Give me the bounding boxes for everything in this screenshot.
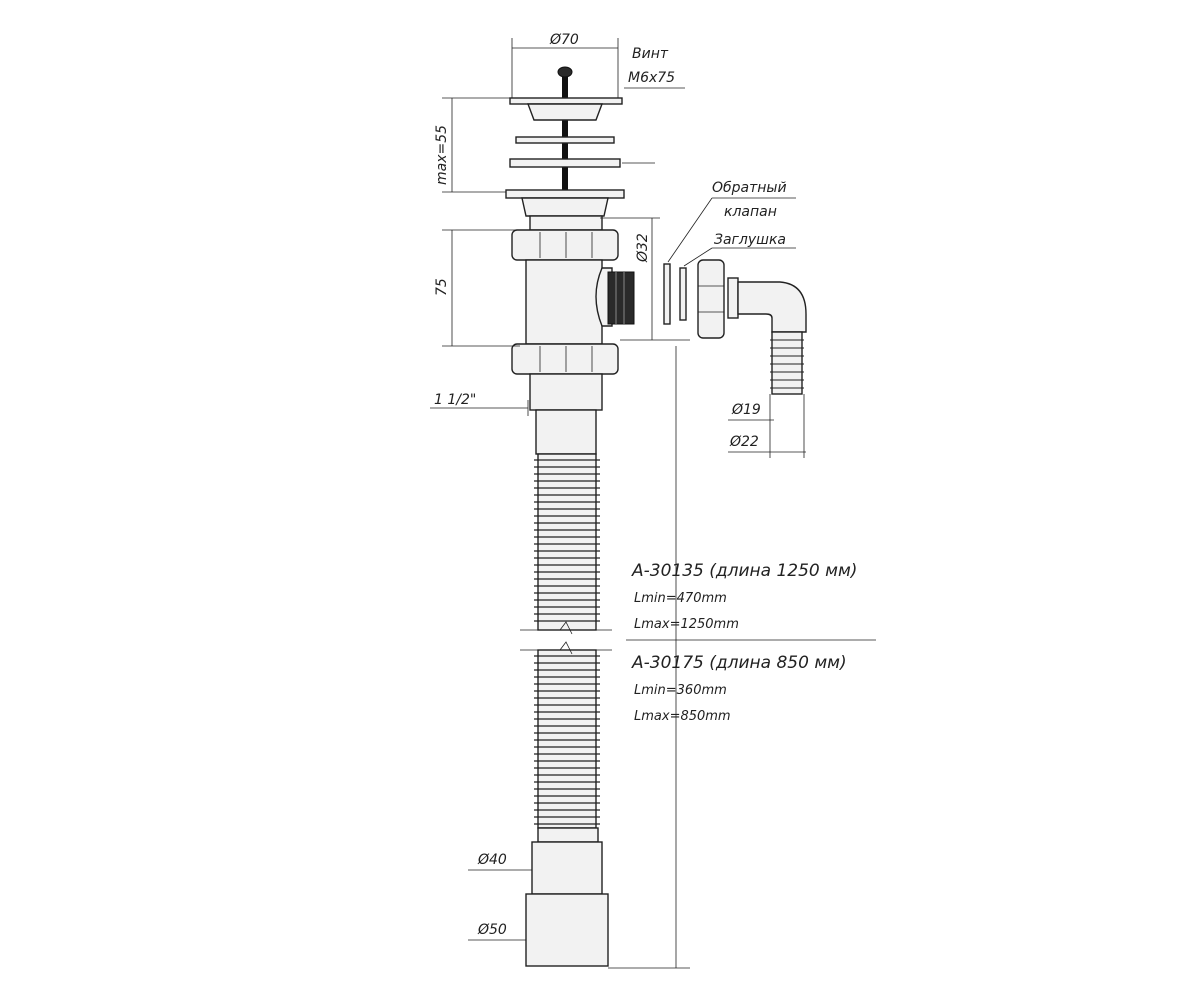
- variant-1-title: A-30135 (длина 1250 мм): [631, 561, 857, 581]
- strainer-assembly: [505, 66, 655, 231]
- screw-callout: Винт M6x75: [624, 46, 685, 89]
- label-d19: Ø19: [731, 402, 761, 418]
- label-check-valve-1: Обратный: [712, 180, 787, 196]
- dimension-d40-d50: Ø40 Ø50: [468, 852, 532, 941]
- label-max55: max=55: [434, 125, 450, 185]
- dimension-d19-d22: Ø19 Ø22: [728, 394, 806, 458]
- label-screw-title: Винт: [632, 46, 669, 62]
- dimension-d70: Ø70: [511, 32, 619, 100]
- variant-2-title: A-30175 (длина 850 мм): [631, 653, 847, 673]
- label-d70: Ø70: [549, 32, 579, 48]
- dimension-d32: Ø32: [600, 217, 690, 341]
- label-h75: 75: [434, 278, 450, 296]
- label-check-valve-2: клапан: [724, 204, 777, 220]
- variant-a30135: A-30135 (длина 1250 мм) Lmin=470mm Lmax=…: [631, 561, 857, 632]
- label-d22: Ø22: [729, 434, 759, 450]
- label-d40: Ø40: [477, 852, 507, 868]
- label-d32: Ø32: [635, 233, 651, 263]
- label-plug: Заглушка: [714, 232, 786, 248]
- variant-2-lmin: Lmin=360mm: [634, 683, 727, 698]
- valve-callouts: Обратный клапан Заглушка: [712, 180, 796, 249]
- corrugated-hose: [520, 453, 612, 967]
- variant-2-lmax: Lmax=850mm: [634, 709, 731, 724]
- variant-a30175: A-30175 (длина 850 мм) Lmin=360mm Lmax=8…: [631, 653, 847, 724]
- label-thread: 1 1/2": [434, 392, 476, 408]
- dimension-h75: 75: [434, 229, 520, 347]
- label-screw-size: M6x75: [628, 70, 675, 86]
- dimension-thread: 1 1/2": [430, 392, 529, 416]
- variant-1-lmax: Lmax=1250mm: [634, 617, 739, 632]
- dimension-length: [608, 346, 876, 969]
- dimension-max55: max=55: [434, 97, 510, 193]
- siphon-body: [511, 229, 635, 455]
- label-d50: Ø50: [477, 922, 507, 938]
- side-parts: [663, 197, 807, 395]
- variant-1-lmin: Lmin=470mm: [634, 591, 727, 606]
